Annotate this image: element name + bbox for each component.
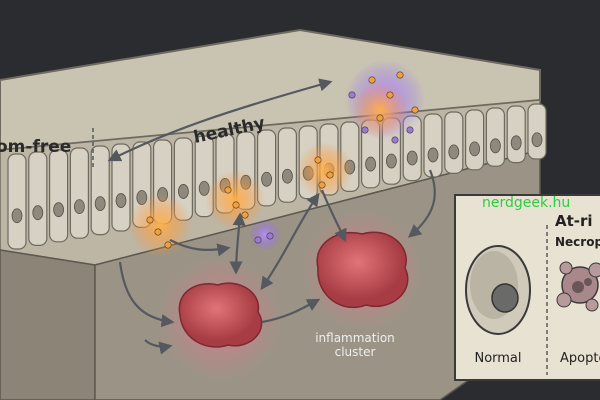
cell-nucleus bbox=[32, 205, 44, 221]
particle bbox=[314, 156, 322, 164]
arrow bbox=[260, 192, 320, 291]
particle bbox=[411, 106, 419, 114]
inflammation-spot bbox=[352, 82, 408, 138]
cell-nucleus bbox=[365, 156, 377, 172]
inflammation-spot bbox=[297, 142, 353, 198]
epithelial-cell bbox=[527, 103, 547, 160]
epithelial-cell bbox=[444, 111, 464, 175]
normal-label: Normal bbox=[474, 351, 521, 366]
epithelial-cell bbox=[506, 105, 526, 164]
cluster-caption-line1: inflammation bbox=[315, 331, 395, 345]
epithelial-cell bbox=[90, 145, 110, 236]
cell-nucleus bbox=[427, 147, 439, 163]
inflammation-spot bbox=[128, 193, 192, 257]
cell-nucleus bbox=[281, 168, 293, 184]
arrow bbox=[118, 261, 175, 328]
particle bbox=[391, 136, 399, 144]
arrow bbox=[407, 169, 436, 238]
flow-arrows bbox=[118, 169, 436, 355]
inflammation-spot bbox=[205, 170, 265, 230]
cell-nucleus bbox=[448, 144, 460, 160]
epithelial-cell bbox=[277, 127, 297, 203]
particle bbox=[376, 114, 384, 122]
particle bbox=[406, 126, 414, 134]
inflammation-cluster bbox=[178, 282, 263, 348]
arrow bbox=[261, 298, 321, 324]
cell-nucleus bbox=[261, 171, 273, 187]
cell-nucleus bbox=[489, 138, 501, 154]
particle bbox=[254, 236, 262, 244]
cell-nucleus bbox=[406, 150, 418, 166]
particle bbox=[348, 91, 356, 99]
epithelial-cell bbox=[7, 153, 27, 250]
cell-nucleus bbox=[53, 202, 64, 218]
cell-nucleus bbox=[11, 208, 23, 224]
healthy-arrow bbox=[107, 78, 333, 162]
arrow bbox=[169, 239, 231, 257]
arrow bbox=[144, 339, 173, 355]
arrow bbox=[320, 189, 347, 243]
cell-nucleus bbox=[115, 193, 127, 208]
particle bbox=[326, 171, 334, 179]
inflammation-spot-purple bbox=[249, 219, 281, 251]
arrow bbox=[229, 212, 246, 275]
particle bbox=[241, 211, 249, 219]
cell-nucleus bbox=[385, 153, 397, 169]
inset-subtitle: Necrop bbox=[555, 235, 600, 249]
watermark: nerdgeek.hu bbox=[482, 195, 570, 211]
cell-nucleus bbox=[531, 132, 543, 148]
cell-nucleus bbox=[510, 135, 522, 151]
particle bbox=[154, 228, 162, 236]
epithelial-cell bbox=[28, 151, 48, 247]
cell-nucleus bbox=[177, 184, 189, 199]
inset-title: At-ri bbox=[555, 212, 593, 230]
particle bbox=[318, 181, 326, 189]
particle bbox=[361, 126, 369, 134]
normal-cell-nucleus bbox=[491, 283, 519, 313]
tissue-front-side bbox=[0, 249, 96, 400]
particle bbox=[266, 232, 274, 240]
epithelial-cell bbox=[69, 147, 90, 239]
inset-panel: At-ri Necrop Normal Apopto bbox=[454, 194, 600, 381]
inflammation-cluster bbox=[316, 231, 409, 309]
apoptotic-cell-icon bbox=[556, 261, 600, 312]
particle bbox=[232, 201, 240, 209]
particle bbox=[386, 91, 394, 99]
particle bbox=[146, 216, 154, 224]
particle bbox=[224, 186, 232, 194]
epithelial-cell bbox=[48, 149, 69, 243]
cell-nucleus bbox=[74, 199, 85, 215]
cell-nucleus bbox=[94, 196, 106, 211]
region-label: om-free bbox=[0, 137, 71, 157]
epithelial-cell bbox=[423, 113, 443, 178]
cell-nucleus bbox=[469, 141, 481, 157]
particle bbox=[164, 241, 172, 249]
inflammatory-particles bbox=[146, 71, 419, 249]
epithelial-cell bbox=[465, 109, 485, 171]
particle bbox=[396, 71, 404, 79]
epithelial-cell bbox=[485, 107, 505, 167]
particle bbox=[368, 76, 376, 84]
apoptotic-label: Apopto bbox=[560, 351, 600, 366]
cluster-caption-line2: cluster bbox=[335, 345, 376, 359]
